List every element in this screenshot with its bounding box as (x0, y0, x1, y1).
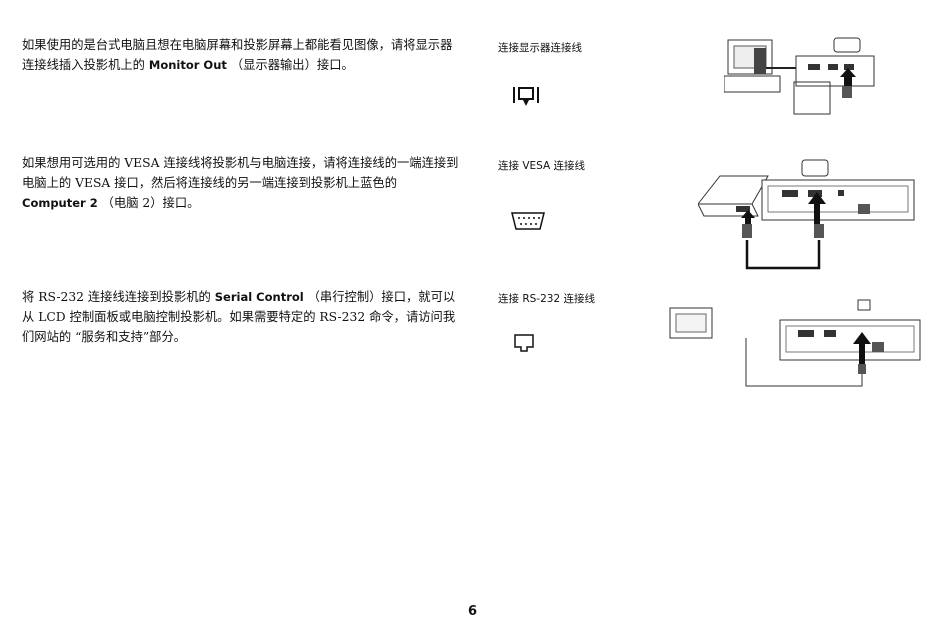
vesa-cable-heading: 连接 VESA 连接线 (498, 160, 586, 172)
vesa-connection-figure (698, 159, 915, 270)
monitor-out-icon (513, 87, 539, 106)
paragraph-text: 如果想用可选用的 VESA 连接线将投影机与电脑连接，请将连接线的一端连接到电脑… (22, 156, 459, 190)
monitor-cable-heading: 连接显示器连接线 (498, 42, 582, 54)
page-number: 6 (467, 604, 478, 619)
port-name: Computer 2 (22, 196, 98, 210)
paragraph-text: （电脑 2）接口。 (97, 196, 200, 210)
rs232-connection-figure (669, 299, 921, 387)
paragraph-text: 如果使用的是台式电脑且想在电脑屏幕和投影屏幕上都能看见图像，请将显示器连接线插入… (22, 38, 453, 72)
vesa-paragraph: 如果想用可选用的 VESA 连接线将投影机与电脑连接，请将连接线的一端连接到电脑… (22, 153, 462, 213)
rs232-cable-heading: 连接 RS-232 连接线 (498, 293, 595, 305)
port-name: Monitor Out (148, 58, 227, 72)
paragraph-text: （显示器输出）接口。 (226, 58, 354, 72)
serial-paragraph: 将 RS-232 连接线连接到投影机的 Serial Control （串行控制… (22, 287, 462, 347)
serial-port-icon (514, 334, 534, 352)
monitor-connection-figure (724, 37, 875, 115)
vga-port-icon (511, 212, 545, 230)
paragraph-text: （串行控制）接口，就可以从 LCD 控制面板或电脑控制投影机。如果需要特定的 R… (22, 290, 456, 344)
monitor-out-paragraph: 如果使用的是台式电脑且想在电脑屏幕和投影屏幕上都能看见图像，请将显示器连接线插入… (22, 35, 462, 75)
paragraph-text: 将 RS-232 连接线连接到投影机的 (22, 290, 215, 304)
port-name: Serial Control (214, 290, 304, 304)
